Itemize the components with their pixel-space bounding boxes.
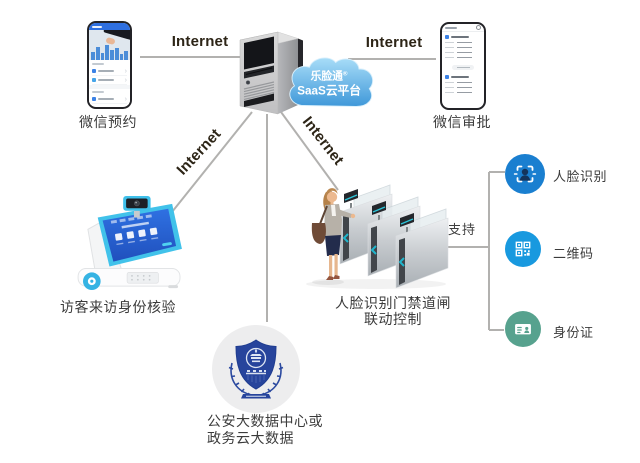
police-badge	[212, 325, 300, 413]
phone-menu-list: › › ›	[89, 60, 130, 105]
id-card-icon	[515, 324, 531, 335]
id-card-label: 身份证	[553, 325, 594, 340]
visitor-kiosk	[77, 196, 182, 291]
phone-titlebar	[442, 24, 484, 32]
wechat-booking-label: 微信预约	[79, 114, 137, 130]
menu-row: ›	[92, 95, 127, 104]
face-recognition-badge	[505, 154, 545, 194]
divider-pill	[452, 65, 474, 70]
police-label-line2: 政务云大数据	[207, 430, 294, 446]
id-card-badge	[505, 311, 541, 347]
saas-cloud: 乐脸通® SaaS云平台	[289, 57, 374, 107]
support-label: 支持	[447, 222, 476, 237]
face-recognition-icon	[513, 165, 537, 183]
cloud-platform-text: SaaS云平台	[297, 83, 361, 97]
wechat-approval-label: 微信审批	[433, 114, 491, 130]
wechat-booking-phone: › › ›	[87, 21, 132, 109]
approval-card	[442, 32, 484, 63]
menu-row: ›	[92, 67, 127, 76]
cloud-brand-text: 乐脸通®	[311, 69, 348, 82]
qr-code-icon	[515, 241, 531, 257]
phone-hero-photo	[89, 30, 130, 60]
city-skyline-graphic	[89, 45, 130, 60]
woman-figure	[311, 188, 356, 285]
qr-code-badge	[505, 231, 541, 267]
menu-row: ›	[92, 76, 127, 85]
hand-graphic	[105, 37, 116, 45]
line-server-turnstile	[280, 111, 339, 191]
visitor-kiosk-label: 访客来访身份核验	[60, 299, 176, 315]
wechat-approval-phone	[440, 22, 486, 110]
face-recognition-label: 人脸识别	[553, 169, 608, 184]
phone-header	[89, 23, 130, 30]
internet-label-top-left: Internet	[171, 33, 229, 50]
turnstile-gates	[306, 184, 449, 289]
qr-code-label: 二维码	[553, 246, 594, 261]
turnstile-label-line1: 人脸识别门禁道闸	[335, 295, 451, 311]
line-server-kiosk	[171, 111, 253, 213]
turnstile-label-line2: 联动控制	[364, 311, 422, 327]
approval-card	[442, 72, 484, 98]
police-label-line1: 公安大数据中心或	[207, 413, 323, 429]
internet-label-top-right: Internet	[365, 34, 423, 51]
